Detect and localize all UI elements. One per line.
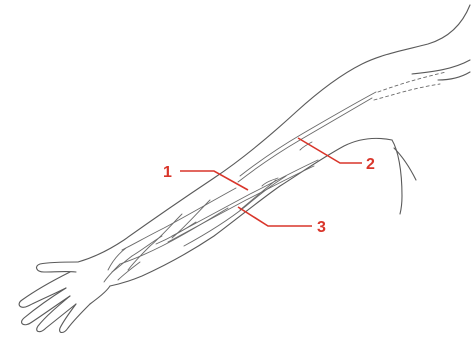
leader-line-3 <box>238 207 312 226</box>
arm-outline <box>78 5 470 286</box>
label-1: 1 <box>163 164 172 181</box>
label-3: 3 <box>317 219 326 236</box>
leader-line-2 <box>298 138 362 163</box>
leader-line-1 <box>180 171 248 190</box>
hand-outline <box>19 262 110 333</box>
label-2: 2 <box>366 156 375 173</box>
veins <box>104 72 446 282</box>
